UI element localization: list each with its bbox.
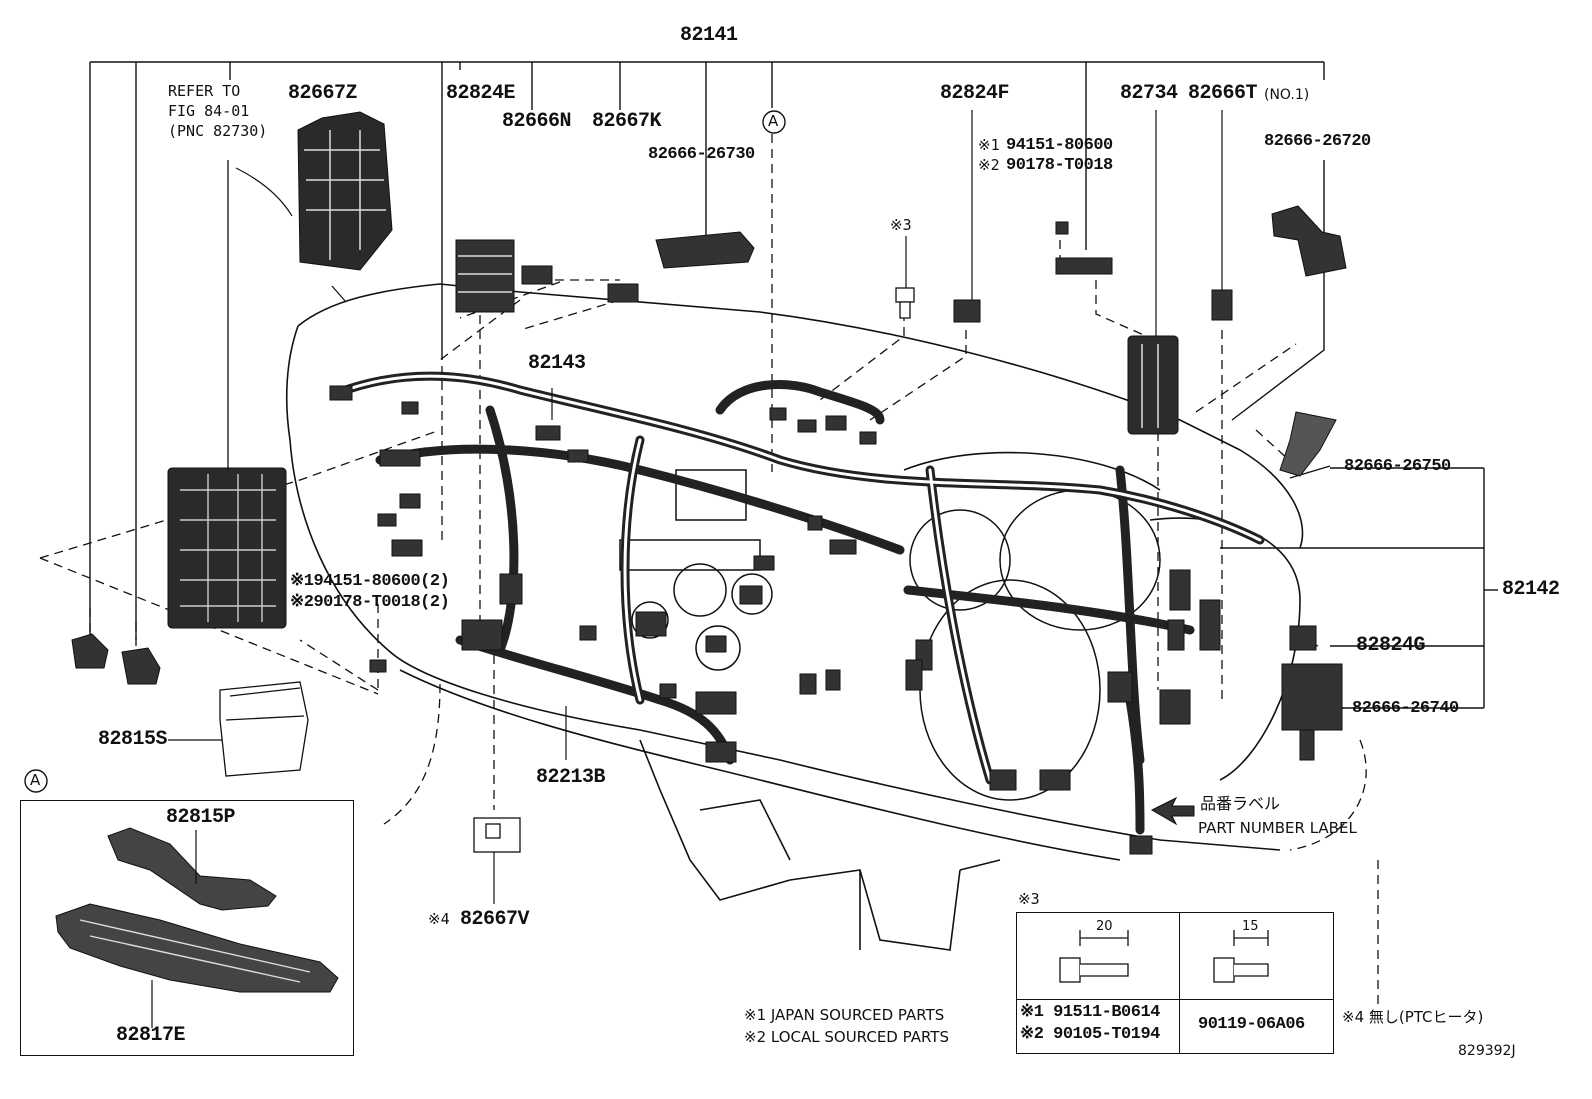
label-82213b: 82213B bbox=[536, 766, 606, 789]
label-82142: 82142 bbox=[1502, 578, 1560, 601]
legend-local-sourced: ※2 LOCAL SOURCED PARTS bbox=[744, 1028, 949, 1046]
label-82824f: 82824F bbox=[940, 82, 1010, 105]
label-82824g: 82824G bbox=[1356, 634, 1426, 657]
note3-mark: ※3 bbox=[890, 216, 912, 234]
label-82815s: 82815S bbox=[98, 728, 168, 751]
circle-marker-a-top: A bbox=[768, 112, 779, 130]
label-part-number-jp: 品番ラベル bbox=[1200, 794, 1281, 813]
circle-marker-a-inset: A bbox=[30, 771, 41, 789]
table-divider-v bbox=[1179, 913, 1180, 1053]
bolt-part-2: ※2 90105-T0194 bbox=[1020, 1025, 1160, 1044]
label-part-number-en: PART NUMBER LABEL bbox=[1198, 819, 1357, 837]
label-82667v: 82667V bbox=[460, 908, 530, 931]
bolt-table bbox=[1016, 912, 1334, 1054]
label-82666-26730: 82666-26730 bbox=[648, 145, 755, 164]
label-82666n: 82666N bbox=[502, 110, 572, 133]
bolt-table-title: ※3 bbox=[1018, 890, 1040, 908]
legend-japan-sourced: ※1 JAPAN SOURCED PARTS bbox=[744, 1006, 945, 1024]
table-divider-h bbox=[1017, 999, 1333, 1000]
note4-mark: ※4 bbox=[428, 910, 450, 928]
label-82666-26750: 82666-26750 bbox=[1344, 457, 1451, 476]
detail-inset-a bbox=[20, 800, 354, 1056]
label-82666-26740: 82666-26740 bbox=[1352, 699, 1459, 718]
label-left-bolt-l: ※290178-T0018(2) bbox=[290, 593, 450, 612]
label-82143: 82143 bbox=[528, 352, 586, 375]
label-82815p: 82815P bbox=[166, 806, 236, 829]
label-no1: (NO.1) bbox=[1264, 87, 1310, 103]
diagram-id: 829392J bbox=[1458, 1043, 1516, 1059]
label-82667z: 82667Z bbox=[288, 82, 358, 105]
refer-line-1: REFER TO bbox=[168, 82, 241, 100]
refer-line-3: (PNC 82730) bbox=[168, 122, 268, 140]
label-82824e: 82824E bbox=[446, 82, 516, 105]
note4-text: ※4 無し(PTCヒータ) bbox=[1342, 1008, 1484, 1026]
refer-line-2: FIG 84-01 bbox=[168, 102, 250, 120]
bolt-part-1: ※1 91511-B0614 bbox=[1020, 1003, 1160, 1022]
bolt-part-3: 90119-06A06 bbox=[1198, 1015, 1305, 1034]
label-82667k: 82667K bbox=[592, 110, 662, 133]
label-82734: 82734 bbox=[1120, 82, 1178, 105]
label-94151-80600-top: 94151-80600 bbox=[1006, 136, 1113, 155]
bolt-dim-15: 15 bbox=[1242, 919, 1259, 934]
label-82817e: 82817E bbox=[116, 1024, 186, 1047]
label-left-bolt-j: ※194151-80600(2) bbox=[290, 572, 450, 591]
label-82666-26720: 82666-26720 bbox=[1264, 132, 1371, 151]
note1-mark-top: ※1 bbox=[978, 136, 1000, 154]
label-82666t: 82666T bbox=[1188, 82, 1258, 105]
label-82141: 82141 bbox=[680, 24, 738, 47]
label-90178-t0018-top: 90178-T0018 bbox=[1006, 156, 1113, 175]
note2-mark-top: ※2 bbox=[978, 156, 1000, 174]
bolt-dim-20: 20 bbox=[1096, 919, 1113, 934]
